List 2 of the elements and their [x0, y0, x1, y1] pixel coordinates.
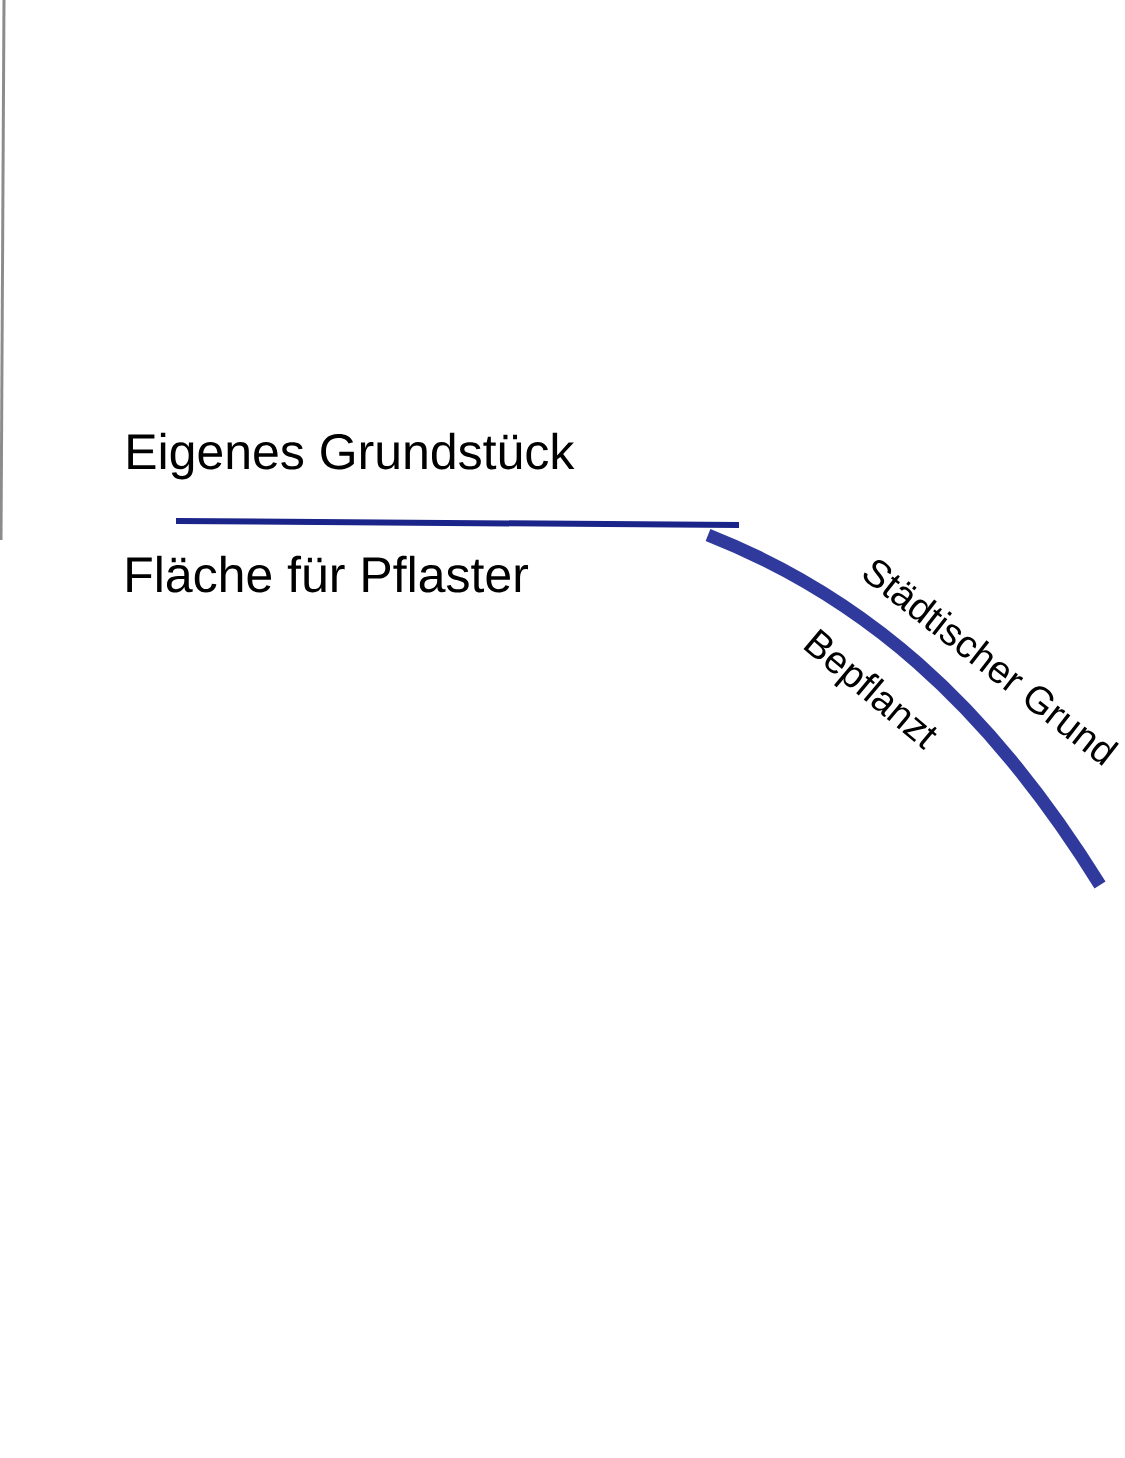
- area-label: Fläche für Pflaster: [127, 555, 528, 593]
- area-label: Eigenes Grundstück: [128, 432, 575, 480]
